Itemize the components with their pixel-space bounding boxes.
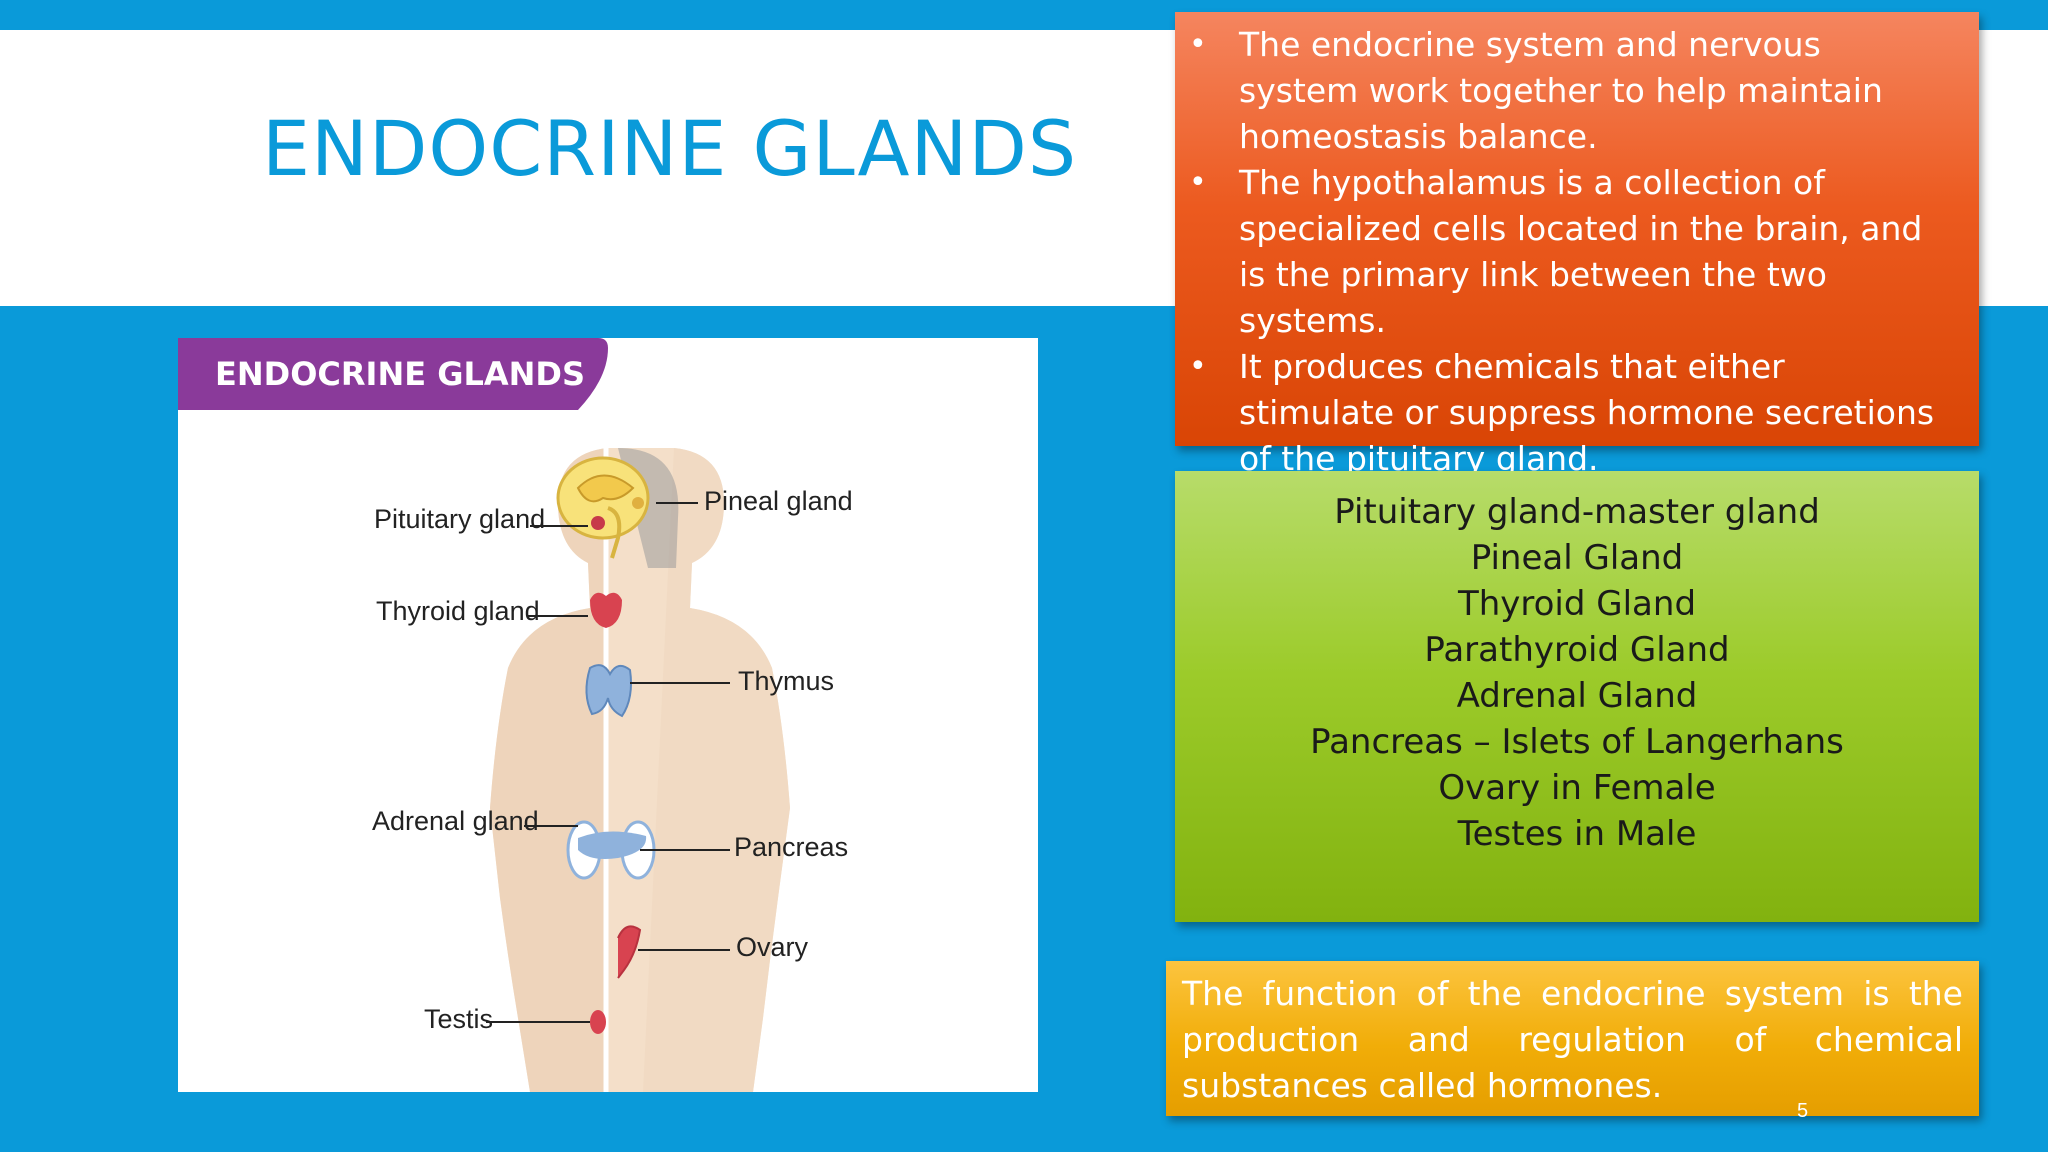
brain-icon (556, 456, 650, 559)
label-ovary: Ovary (736, 932, 809, 962)
gland-item: Adrenal Gland (1456, 676, 1698, 716)
leader-lines (486, 502, 730, 1023)
info-bullet: The hypothalamus is a collection of spec… (1189, 160, 1949, 344)
pituitary-gland-mark (591, 516, 605, 530)
testis-mark (590, 1010, 606, 1034)
label-pineal: Pineal gland (704, 486, 853, 516)
body-silhouette (490, 448, 790, 1092)
label-thyroid: Thyroid gland (376, 596, 540, 626)
gland-item: Testes in Male (1457, 814, 1697, 854)
info-bullet: It produces chemicals that either stimul… (1189, 344, 1949, 482)
ovary-mark (617, 925, 642, 979)
gland-item: Pituitary gland-master gland (1334, 492, 1820, 532)
slide-title: ENDOCRINE GLANDS (262, 104, 1078, 193)
gland-item: Pancreas – Islets of Langerhans (1310, 722, 1844, 762)
body-illustration (178, 338, 790, 1092)
heading-tab (178, 338, 608, 410)
info-bullet: The endocrine system and nervous system … (1189, 22, 1949, 160)
page-number: 5 (1797, 1100, 1809, 1122)
label-testis: Testis (424, 1004, 494, 1034)
diagram-heading: ENDOCRINE GLANDS (215, 355, 586, 393)
label-thymus: Thymus (738, 666, 835, 696)
label-pancreas: Pancreas (734, 832, 849, 862)
gland-item: Pineal Gland (1470, 538, 1684, 578)
gland-item: Parathyroid Gland (1424, 630, 1730, 670)
thymus-mark (585, 664, 632, 718)
thyroid-gland-mark (590, 592, 622, 628)
info-bullet-list: The endocrine system and nervous system … (1189, 22, 1949, 482)
info-box: The endocrine system and nervous system … (1175, 12, 1979, 478)
pancreas-mark (578, 831, 647, 859)
glands-list-box: Pituitary gland-master gland Pineal Glan… (1175, 471, 1979, 922)
label-adrenal: Adrenal gland (372, 806, 539, 836)
gland-item: Ovary in Female (1438, 768, 1716, 808)
function-box: The function of the endocrine system is … (1166, 961, 1979, 1116)
endocrine-diagram: ENDOCRINE GLANDS Pituitary gland Pineal … (178, 338, 1038, 1092)
pineal-gland-mark (632, 497, 644, 509)
gland-item: Thyroid Gland (1457, 584, 1697, 624)
label-pituitary: Pituitary gland (374, 504, 546, 534)
